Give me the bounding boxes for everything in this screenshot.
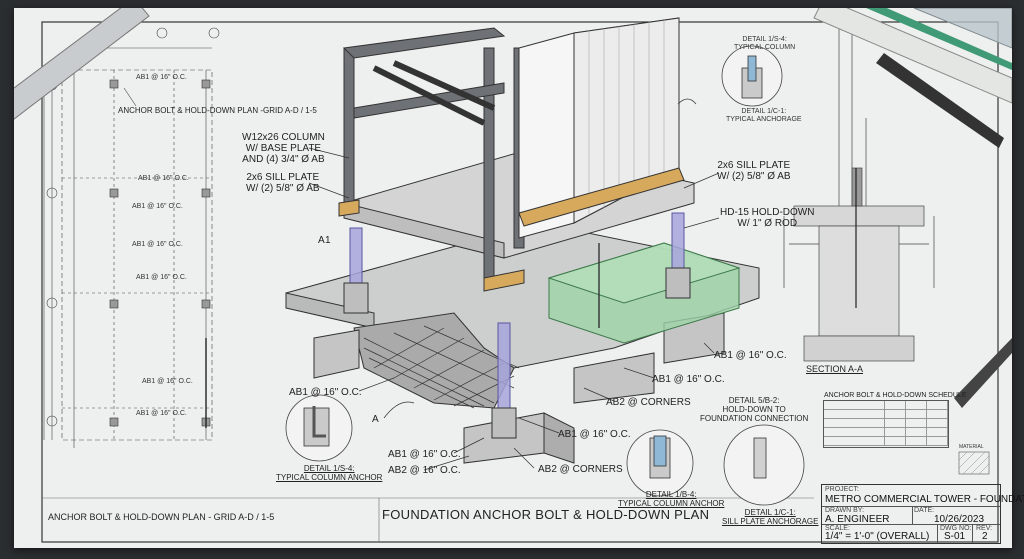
plan-note: AB1 @ 16" O.C.	[132, 203, 183, 210]
schedule-table	[823, 400, 949, 448]
drawn-label: DRAWN BY:	[825, 507, 865, 514]
foundation-isometric	[285, 17, 760, 464]
title-block: PROJECT: METRO COMMERCIAL TOWER - FOUNDA…	[821, 484, 1024, 544]
label-column: W12x26 COLUMN W/ BASE PLATE AND (4) 3/4"…	[242, 132, 325, 165]
label-sill-right: 2x6 SILL PLATE W/ (2) 5/8" Ø AB	[717, 160, 791, 182]
plan-title: ANCHOR BOLT & HOLD-DOWN PLAN - GRID A-D …	[48, 512, 275, 522]
plan-note: AB1 @ 16" O.C.	[132, 241, 183, 248]
plan-note: AB1 @ 16" O.C.	[136, 274, 187, 281]
label-holddown: HD-15 HOLD-DOWN W/ 1" Ø ROD	[720, 207, 815, 229]
plan-callout: ANCHOR BOLT & HOLD-DOWN PLAN -GRID A-D /…	[118, 106, 317, 115]
label-ab1: AB1 @ 16" O.C.	[388, 449, 461, 460]
label-ab1: AB1 @ 16" O.C.	[558, 429, 631, 440]
plan-note: AB1 @ 16" O.C.	[136, 410, 187, 417]
drafting-tools	[14, 8, 1012, 408]
drawing-sheet: ANCHOR BOLT & HOLD-DOWN PLAN -GRID A-D /…	[14, 8, 1024, 548]
label-ab2: AB2 @ 16" O.C.	[388, 465, 461, 476]
detail-label-top: DETAIL 1/S-4: TYPICAL COLUMN	[734, 36, 796, 51]
detail-label: DETAIL 1/C-1: SILL PLATE ANCHORAGE	[722, 508, 819, 526]
project-name: METRO COMMERCIAL TOWER - FOUNDATION	[825, 494, 1024, 505]
section-drawing	[783, 23, 935, 362]
label-ab2-corners: AB2 @ CORNERS	[606, 397, 691, 408]
rev-number: 2	[982, 531, 988, 542]
section-marker: A1	[318, 235, 331, 246]
label-ab1: AB1 @ 16" O.C.	[652, 374, 725, 385]
dwg-number: S-01	[944, 531, 966, 542]
detail-label-top: DETAIL 1/C-1: TYPICAL ANCHORAGE	[726, 108, 802, 123]
detail-label: DETAIL 1/S-4: TYPICAL COLUMN ANCHOR	[276, 464, 383, 482]
date-label: DATE:	[914, 507, 935, 514]
drawn-by: A. ENGINEER	[825, 514, 890, 525]
date-value: 10/26/2023	[934, 514, 985, 525]
detail-label: DETAIL 5/B-2: HOLD-DOWN TO FOUNDATION CO…	[700, 396, 809, 423]
material-label: MATERIAL	[959, 444, 984, 450]
dwg-label: DWG NO:	[940, 525, 972, 532]
section-marker: A	[372, 414, 379, 425]
plan-note: AB1 @ 16" O.C.	[136, 74, 187, 81]
scale-value: 1/4" = 1'-0" (OVERALL)	[825, 531, 930, 542]
drawing-title: FOUNDATION ANCHOR BOLT & HOLD-DOWN PLAN	[382, 507, 710, 522]
label-ab2-corners: AB2 @ CORNERS	[538, 464, 623, 475]
drawing-canvas	[14, 8, 1012, 543]
plan-note: AB1 @ 16" O.C.	[138, 175, 189, 182]
plan-note: AB1 @ 16" O.C.	[142, 378, 193, 385]
label-ab1: AB1 @ 16" O.C.	[714, 350, 787, 361]
label-ab1: AB1 @ 16" O.C.	[289, 387, 362, 398]
section-title: SECTION A-A	[806, 364, 864, 374]
detail-label: DETAIL 1/B-4: TYPICAL COLUMN ANCHOR	[618, 490, 725, 508]
schedule-title: ANCHOR BOLT & HOLD-DOWN SCHEDULE	[824, 392, 967, 399]
rev-label: REV:	[976, 525, 993, 532]
scale-label: SCALE:	[825, 525, 850, 532]
label-sill-left: 2x6 SILL PLATE W/ (2) 5/8" Ø AB	[246, 172, 320, 194]
project-label: PROJECT:	[825, 486, 859, 493]
